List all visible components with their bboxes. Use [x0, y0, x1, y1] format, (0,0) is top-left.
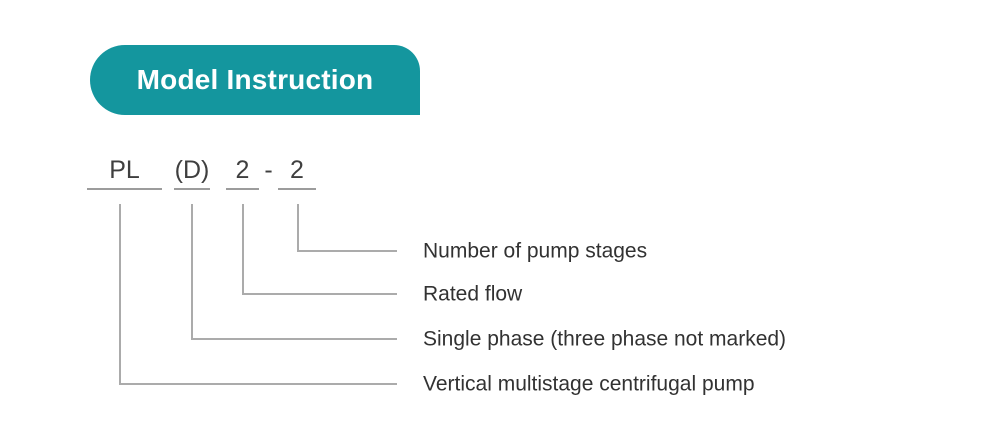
connector-line-stages	[297, 204, 397, 252]
annotation-label-series: Vertical multistage centrifugal pump	[423, 372, 755, 396]
model-code-separator: -	[264, 156, 273, 184]
section-title: Model Instruction	[136, 64, 374, 95]
model-code-part-rated-flow: 2	[226, 152, 259, 190]
connector-line-phase	[191, 204, 397, 340]
model-code-part-series: PL	[87, 152, 162, 190]
model-code-part-phase: (D)	[174, 152, 210, 190]
section-title-badge: Model Instruction	[90, 45, 420, 115]
connector-line-rated-flow	[242, 204, 397, 295]
annotation-label-stages: Number of pump stages	[423, 239, 648, 263]
model-code-part-stages: 2	[278, 152, 316, 190]
annotation-label-rated-flow: Rated flow	[423, 282, 523, 306]
annotation-label-phase: Single phase (three phase not marked)	[423, 327, 787, 351]
connector-line-series	[119, 204, 397, 385]
